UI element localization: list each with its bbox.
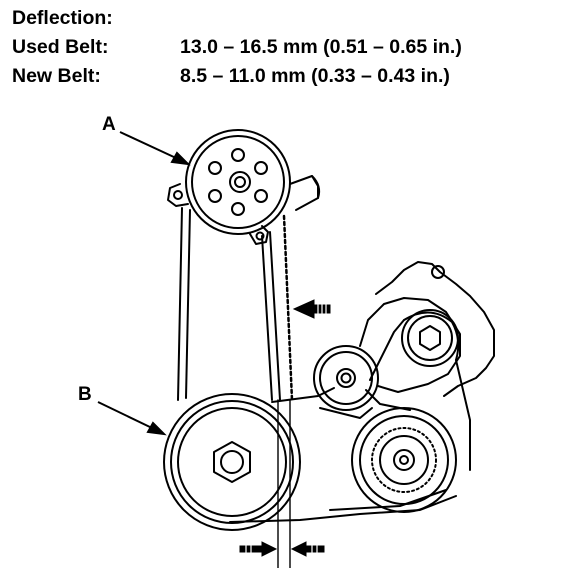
push-force-arrow: [292, 299, 331, 319]
leader-a-arrowhead: [170, 151, 191, 166]
pulley-a-hole-2: [254, 161, 268, 175]
idler-pulley-hub: [336, 368, 356, 388]
pump-mount-ear-right: [249, 225, 269, 245]
new-belt-label: New Belt:: [12, 65, 101, 87]
leader-b: [97, 401, 153, 429]
callout-leaders: [97, 131, 191, 436]
pulley-a-hub: [229, 171, 251, 193]
deflection-measure-arrows: [239, 541, 325, 557]
used-belt-row: Used Belt: 13.0 – 16.5 mm (0.51 – 0.65 in…: [12, 33, 462, 62]
pulley-b-hex-nut: [213, 441, 251, 483]
pump-ear-hole-left: [173, 190, 183, 200]
belt-b-upper-run: [271, 387, 335, 403]
pulley-a-hole-6: [208, 161, 222, 175]
pulley-b-inner: [177, 407, 287, 517]
bracket-bolt-hole: [431, 265, 445, 279]
pulley-a-outer: [185, 129, 291, 235]
pulley-b-rim: [170, 400, 294, 524]
alternator-pulley-nut: [399, 455, 409, 465]
pulley-b-outer: [163, 393, 301, 531]
pump-hose-end: [311, 175, 321, 199]
used-belt-value: 13.0 – 16.5 mm (0.51 – 0.65 in.): [180, 36, 462, 58]
alternator-pulley-outer: [351, 407, 457, 513]
pump-hose: [289, 175, 319, 211]
engine-bracket: [375, 261, 495, 397]
callout-a: A: [102, 114, 116, 135]
tensioner-pulley-outer: [401, 309, 459, 367]
belt-a-right-run-inner: [261, 235, 273, 401]
pump-mount-ear-left: [167, 183, 189, 207]
callout-b: B: [78, 384, 92, 405]
bracket-lower-edge: [365, 389, 411, 411]
belt-a-left-run: [177, 207, 183, 401]
used-belt-label: Used Belt:: [12, 36, 109, 58]
leader-b-arrowhead: [146, 421, 167, 436]
pulley-a-hole-1: [231, 148, 245, 162]
belt-b-lower-run: [229, 495, 457, 523]
pulley-b-nut-washer: [220, 450, 244, 474]
alternator-pulley-hub: [393, 449, 415, 471]
pulley-a-hole-5: [208, 189, 222, 203]
new-belt-row: New Belt: 8.5 – 11.0 mm (0.33 – 0.43 in.): [12, 62, 462, 91]
belt-b-to-tensioner: [369, 319, 405, 381]
alternator-pulley-inner: [379, 435, 429, 485]
spec-heading: Deflection:: [12, 7, 113, 29]
belt-a-left-run-inner: [185, 209, 191, 399]
new-belt-value: 8.5 – 11.0 mm (0.33 – 0.43 in.): [180, 65, 450, 87]
pulley-a-hole-4: [231, 202, 245, 216]
tensioner-hex-bolt: [419, 325, 441, 351]
alternator-pulley-rim: [359, 415, 449, 505]
pulley-a-nut: [234, 176, 246, 188]
tensioner-pulley-inner: [407, 315, 453, 361]
alternator-pulley-groove: [371, 427, 437, 493]
pump-ear-hole-right: [255, 231, 265, 241]
pulley-a-rim: [191, 135, 285, 229]
idler-pulley-outer: [313, 345, 379, 411]
idler-pulley-inner: [319, 351, 373, 405]
idler-pulley-bolt: [340, 372, 352, 384]
leader-a: [119, 131, 177, 159]
belt-b-between: [319, 407, 373, 419]
pulley-a-hole-3: [254, 189, 268, 203]
belt-b-to-alternator: [455, 359, 471, 471]
belt-a-right-run: [269, 231, 281, 401]
belt-deflected-position: [282, 214, 294, 402]
deflection-spec: Deflection: Used Belt: 13.0 – 16.5 mm (0.…: [12, 4, 462, 91]
